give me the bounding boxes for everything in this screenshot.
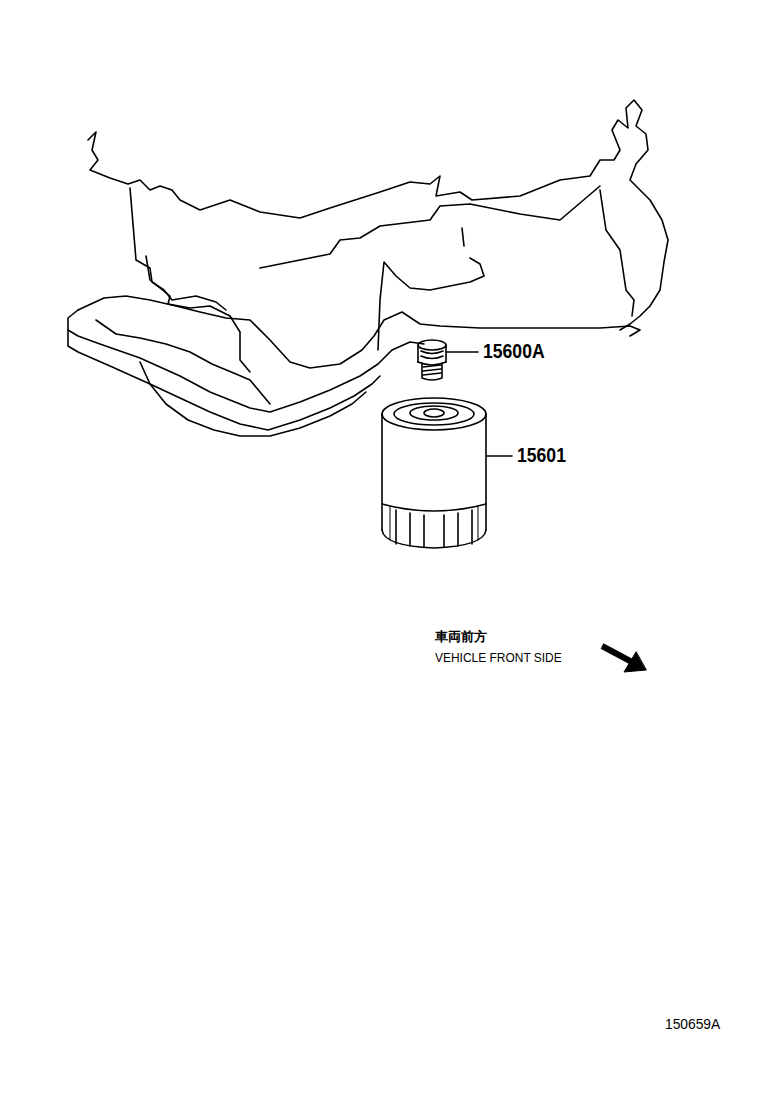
engine-block-edge	[146, 256, 250, 372]
engine-block-edge	[378, 228, 484, 350]
leader-line	[487, 455, 512, 457]
engine-block-edge	[130, 188, 226, 310]
engine-block-edge	[260, 186, 600, 268]
oil-pan-body	[140, 362, 366, 436]
figure-number: 150659A	[665, 1016, 720, 1033]
direction-note: 車両前方	[435, 630, 487, 644]
direction-note: VEHICLE FRONT SIDE	[435, 651, 562, 665]
callout-number: 15601	[517, 444, 566, 466]
oil-pan-flange	[68, 310, 424, 412]
engine-block-outline	[88, 100, 668, 330]
union-bolt	[418, 340, 446, 380]
callout-number: 15600A	[483, 340, 545, 362]
oil-pan-edge	[96, 320, 270, 404]
engine-block-edge	[600, 190, 634, 316]
leader-line	[447, 351, 478, 353]
direction-arrow	[602, 646, 646, 672]
oil-filter	[382, 398, 486, 548]
oil-pan-flange	[78, 296, 640, 368]
